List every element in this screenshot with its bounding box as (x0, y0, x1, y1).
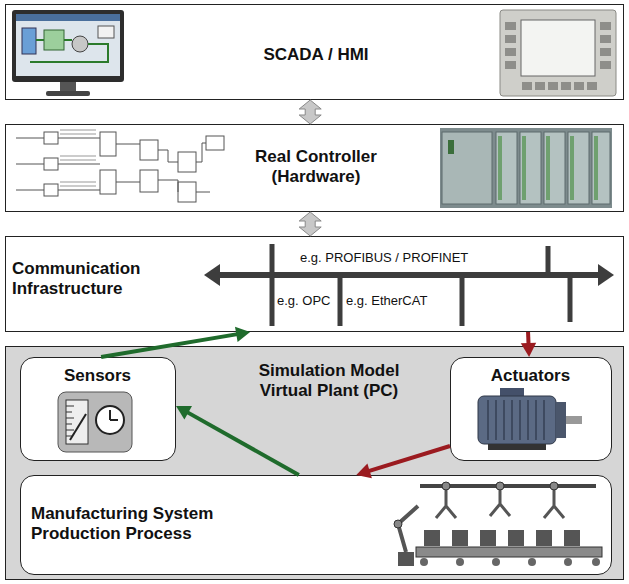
node-text: Actuators (451, 366, 610, 386)
signal-line (526, 332, 531, 346)
protocol-label: e.g. OPC (277, 293, 330, 309)
component-box: Actuators (450, 357, 612, 461)
protocol-label: e.g. PROFIBUS / PROFINET (300, 250, 468, 266)
signal-arrow (176, 406, 299, 475)
component-box: Sensors (20, 357, 176, 461)
signal-line (101, 334, 239, 357)
layer-band: SCADA / HMI (5, 4, 624, 100)
signal-arrow (356, 446, 450, 478)
protocol-label: e.g. EtherCAT (346, 293, 427, 309)
signal-arrow (101, 327, 250, 357)
arrow-head (521, 343, 536, 357)
node-text: Communication Infrastructure (12, 259, 212, 299)
double-arrow (299, 212, 321, 236)
arrow-head (356, 464, 372, 479)
layer-band: Real Controller (Hardware) (5, 124, 624, 212)
node-text: Manufacturing System Production Process (31, 504, 281, 544)
node-text: SCADA / HMI (211, 45, 421, 65)
signal-line (367, 446, 450, 472)
arrow-head (235, 327, 250, 342)
node-text: Sensors (21, 366, 174, 386)
arrow-head (176, 406, 192, 420)
signal-line (186, 411, 299, 475)
process-box: Manufacturing System Production Process (20, 475, 612, 575)
simulation-band: Simulation Model Virtual Plant (PC) Senso… (5, 346, 624, 580)
node-text: Simulation Model Virtual Plant (PC) (254, 361, 404, 401)
signal-arrow (521, 332, 536, 357)
double-arrow-shape (299, 100, 321, 124)
double-arrow-shape (299, 212, 321, 236)
double-arrow (299, 100, 321, 124)
node-text: Real Controller (Hardware) (221, 147, 411, 187)
